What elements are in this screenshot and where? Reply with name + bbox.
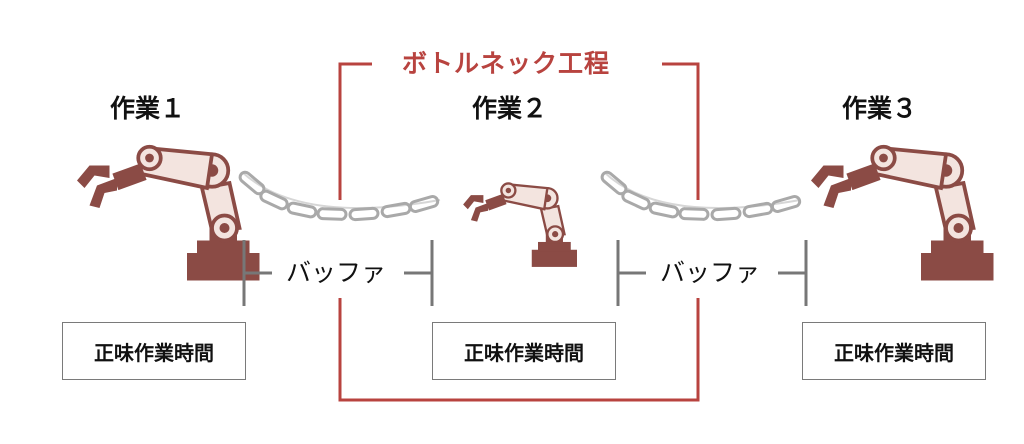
buffer-label-1: バッファ bbox=[286, 258, 387, 287]
net-work-time-box-3: 正味作業時間 bbox=[802, 322, 986, 380]
net-work-time-box-1: 正味作業時間 bbox=[62, 322, 246, 380]
station-title-1: 作業１ bbox=[110, 94, 186, 123]
bottleneck-label: ボトルネック工程 bbox=[402, 49, 611, 78]
net-work-time-label-2: 正味作業時間 bbox=[464, 340, 584, 365]
robot-arm-icon-1 bbox=[75, 144, 262, 283]
buffer-label-2: バッファ bbox=[660, 258, 761, 287]
buffer-bracket-2 bbox=[616, 240, 808, 306]
station-title-2: 作業２ bbox=[472, 94, 548, 123]
robot-arm-icon-3 bbox=[809, 144, 996, 283]
buffer-bracket-1 bbox=[242, 240, 434, 306]
station-title-3: 作業３ bbox=[842, 94, 918, 123]
chain-icon-2 bbox=[598, 168, 803, 222]
bottleneck-bracket bbox=[338, 62, 700, 402]
net-work-time-box-2: 正味作業時間 bbox=[432, 322, 616, 380]
net-work-time-label-3: 正味作業時間 bbox=[834, 340, 954, 365]
net-work-time-label-1: 正味作業時間 bbox=[94, 340, 214, 365]
robot-arm-icon-2 bbox=[461, 182, 579, 269]
chain-icon-1 bbox=[236, 168, 441, 222]
